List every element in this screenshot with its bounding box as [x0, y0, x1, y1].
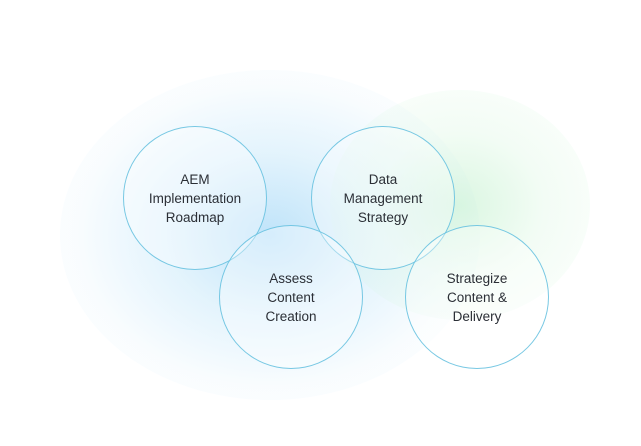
circle-strategize-content-delivery: Strategize Content & Delivery — [405, 225, 549, 369]
circle-label: AEM Implementation Roadmap — [148, 171, 242, 225]
circle-assess-content-creation: Assess Content Creation — [219, 225, 363, 369]
circle-label: Strategize Content & Delivery — [446, 270, 508, 324]
circle-label: Assess Content Creation — [265, 270, 317, 324]
circle-label: Data Management Strategy — [343, 171, 423, 225]
